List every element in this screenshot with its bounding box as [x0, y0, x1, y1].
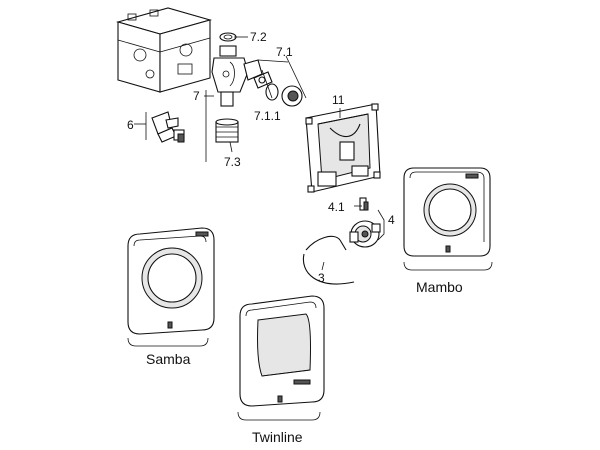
seal-ring	[302, 235, 355, 285]
caption-samba: Samba	[146, 351, 191, 367]
label-7-2: 7.2	[250, 30, 267, 44]
actuator-module	[349, 220, 381, 248]
label-4: 4	[388, 213, 395, 227]
leader-lines	[127, 36, 493, 421]
threaded-sleeve	[215, 118, 239, 143]
label-4-1: 4.1	[328, 200, 345, 214]
bracket-part-6	[151, 111, 185, 143]
mambo-plate	[403, 167, 491, 257]
caption-twinline: Twinline	[252, 429, 303, 445]
clip-4-1	[359, 197, 369, 211]
valve-assembly	[211, 32, 263, 107]
label-7: 7	[193, 89, 200, 103]
label-7-3: 7.3	[224, 155, 241, 169]
twinline-plate	[239, 295, 325, 407]
label-7-1-1: 7.1.1	[254, 109, 281, 123]
label-7-1: 7.1	[276, 45, 293, 59]
label-3: 3	[318, 271, 325, 285]
fitting-7-1	[265, 83, 303, 107]
label-6: 6	[127, 118, 134, 132]
mounting-frame	[305, 103, 381, 193]
label-11: 11	[332, 93, 345, 107]
caption-mambo: Mambo	[416, 279, 463, 295]
samba-plate	[127, 227, 215, 335]
concealed-box	[115, 7, 213, 93]
